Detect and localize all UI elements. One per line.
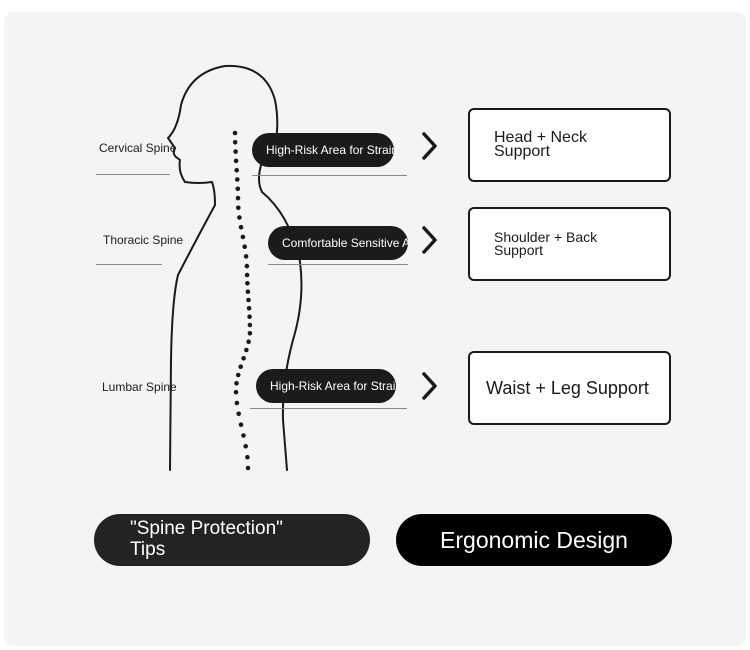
shoulder-back-support-box: Shoulder + Back Support <box>468 207 671 281</box>
spine-protection-tips-label: "Spine Protection" Tips <box>130 518 283 560</box>
spine-dot <box>241 356 246 361</box>
spine-dot <box>246 339 251 345</box>
ergonomic-design-label: Ergonomic Design <box>440 526 628 553</box>
spine-dot <box>235 195 241 201</box>
spine-dot <box>232 130 238 136</box>
thoracic-pill-underline <box>268 264 408 265</box>
spine-dot <box>245 289 251 295</box>
back-outline <box>258 161 303 471</box>
cervical-spine-label: Cervical Spine <box>99 141 177 155</box>
spine-dot <box>238 364 243 370</box>
cervical-pill-underline <box>252 175 407 176</box>
spine-dot <box>244 347 249 353</box>
spine-dot <box>238 224 244 230</box>
spine-dot <box>246 297 251 303</box>
spine-dot <box>243 444 248 449</box>
spine-dot <box>240 234 246 240</box>
spine-dot <box>233 389 239 395</box>
spine-dot <box>233 149 238 154</box>
head-front-outline <box>167 64 279 471</box>
spine-dot <box>244 263 250 269</box>
spine-protection-tips-button[interactable]: "Spine Protection" Tips <box>94 514 370 566</box>
spine-dot <box>236 205 241 211</box>
spine-dot <box>245 465 251 471</box>
ergonomic-design-button[interactable]: Ergonomic Design <box>396 514 672 566</box>
thoracic-comfort-pill: Comfortable Sensitive Area <box>268 226 408 260</box>
chevron-right-icon <box>422 226 437 254</box>
spine-dot <box>235 186 241 192</box>
spine-dot <box>233 158 239 164</box>
spine-dot <box>246 306 252 311</box>
lumbar-risk-pill: High-Risk Area for Strain <box>256 369 396 403</box>
spine-dot <box>236 411 241 417</box>
spine-dot <box>245 281 250 286</box>
spine-dot <box>242 244 247 249</box>
spine-dot <box>247 314 252 320</box>
spine-dot <box>247 322 253 328</box>
lumbar-pill-underline <box>250 408 407 409</box>
lumbar-spine-label: Lumbar Spine <box>102 380 177 394</box>
spine-dot <box>241 433 246 438</box>
spine-dot <box>234 381 239 386</box>
spine-dot <box>243 254 249 259</box>
spine-dot <box>235 372 241 378</box>
waist-leg-support-box: Waist + Leg Support <box>468 351 671 425</box>
shoulder-back-support-text: Shoulder + Back Support <box>494 229 598 258</box>
chevron-right-icon <box>422 372 437 400</box>
spine-dot <box>238 422 244 428</box>
spine-dot <box>234 167 239 173</box>
cervical-underline <box>96 174 170 175</box>
head-neck-support-box: Head + Neck Support <box>468 108 671 182</box>
spine-dot <box>247 331 253 336</box>
spine-dot <box>244 272 250 278</box>
spine-dots <box>232 130 253 471</box>
spine-dot <box>245 454 250 460</box>
chevron-right-icon <box>422 132 437 160</box>
thoracic-spine-label: Thoracic Spine <box>103 233 184 247</box>
cervical-risk-pill: High-Risk Area for Strain <box>252 133 394 167</box>
head-neck-support-text: Head + Neck Support <box>494 128 587 160</box>
spine-dot <box>232 140 238 145</box>
spine-dot <box>234 400 240 406</box>
spine-dot <box>237 215 242 220</box>
spine-dot <box>235 177 240 182</box>
waist-leg-support-text: Waist + Leg Support <box>486 377 649 398</box>
thoracic-underline <box>96 264 162 265</box>
